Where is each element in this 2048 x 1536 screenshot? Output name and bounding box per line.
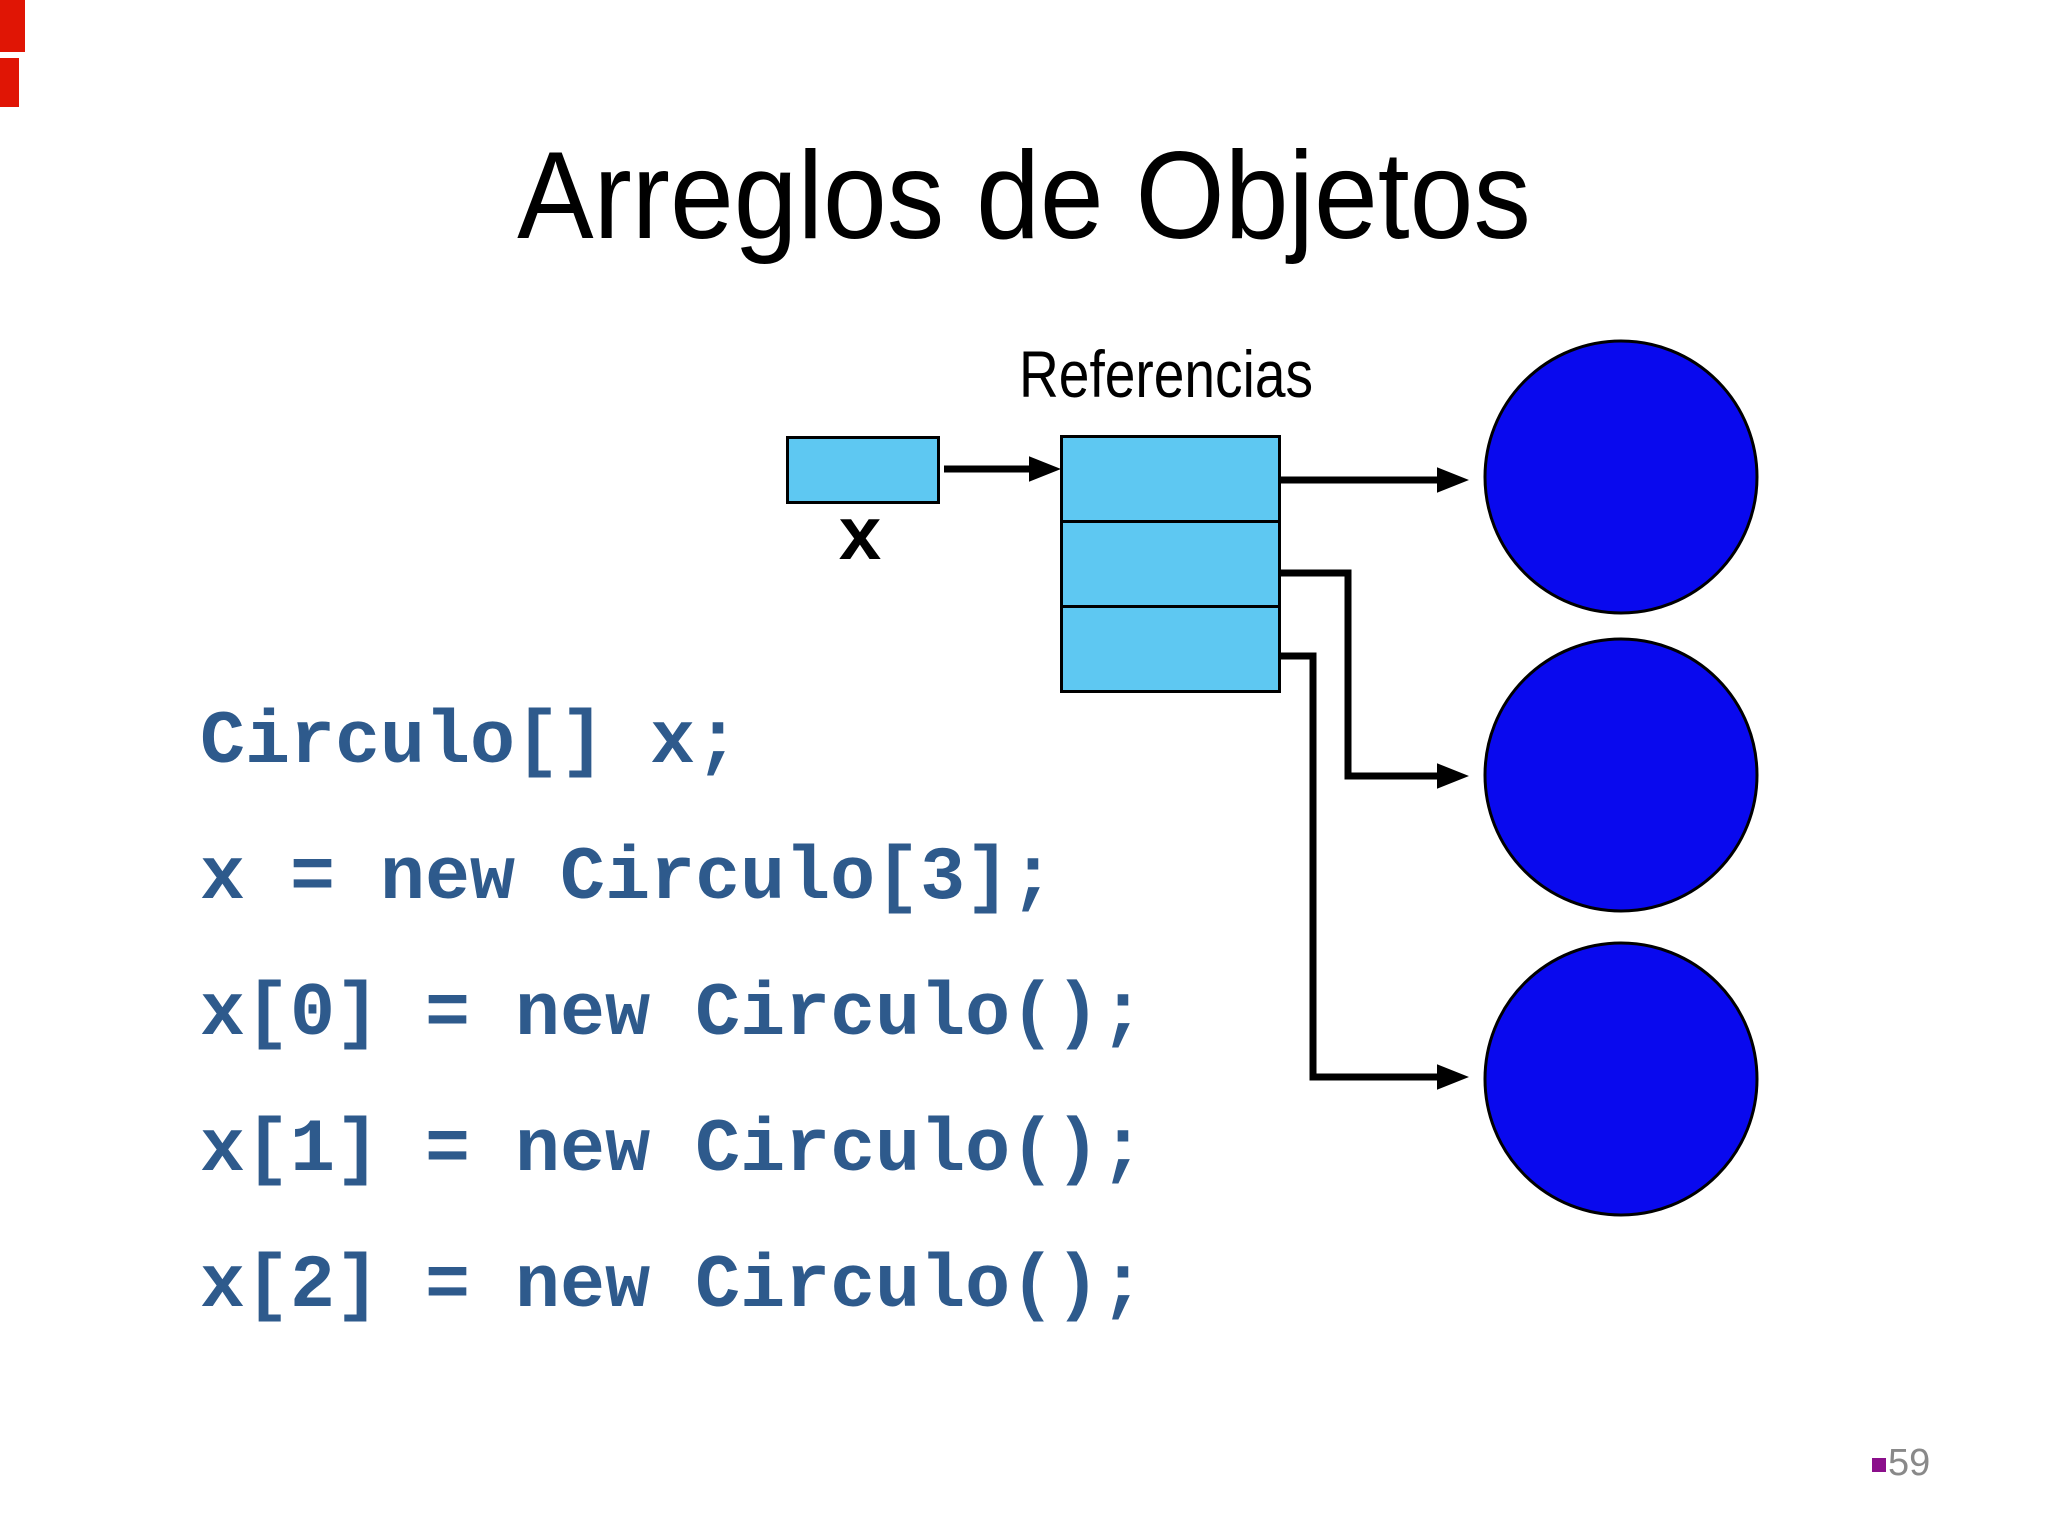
variable-box [786,436,940,504]
array-cell-2 [1063,605,1278,690]
code-line: x = new Circulo[3]; [200,836,1056,921]
array-cell-0 [1063,438,1278,520]
slide-title: Arreglos de Objetos [0,127,2048,265]
array-cell-1 [1063,520,1278,605]
slide-title-text: Arreglos de Objetos [517,127,1531,265]
corner-artifact-mark [0,58,19,107]
code-line: x[1] = new Circulo(); [200,1108,1146,1193]
variable-label: x [837,497,883,582]
circle-object-2 [1483,637,1759,913]
corner-artifact-mark [0,0,25,52]
page-number: 59 [1888,1442,1931,1484]
code-line: x[0] = new Circulo(); [200,972,1146,1057]
arrow-cell2-to-circle3 [1281,652,1469,1090]
page-number-bullet-icon [1872,1458,1886,1472]
code-line: x[2] = new Circulo(); [200,1244,1146,1329]
circle-object-1 [1483,339,1759,615]
references-label: Referencias [1019,337,1314,411]
code-line: Circulo[] x; [200,700,741,785]
arrow-cell1-to-circle2 [1281,569,1469,789]
references-array-box [1060,435,1281,693]
circle-object-3 [1483,941,1759,1217]
